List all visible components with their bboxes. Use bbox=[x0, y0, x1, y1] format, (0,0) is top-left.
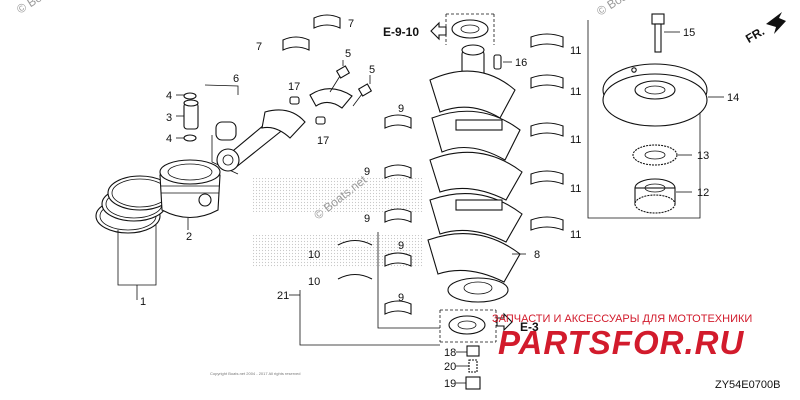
callout-11d: 11 bbox=[570, 183, 581, 195]
watermark-ru-brand: PARTSFOR.RU bbox=[498, 324, 744, 361]
callout-4b: 4 bbox=[166, 133, 172, 145]
callout-8: 8 bbox=[534, 249, 540, 261]
callout-9d: 9 bbox=[398, 240, 404, 252]
rod-cap-and-bolts bbox=[289, 65, 373, 125]
piston-rings bbox=[95, 175, 173, 234]
callout-17a: 17 bbox=[288, 81, 300, 93]
callout-6: 6 bbox=[233, 73, 239, 85]
callout-12: 12 bbox=[697, 187, 709, 199]
lower-oil-seal bbox=[448, 315, 486, 335]
upper-oil-seal bbox=[451, 19, 489, 39]
upper-bearings bbox=[282, 14, 341, 51]
callout-5b: 5 bbox=[369, 64, 375, 76]
callout-14: 14 bbox=[727, 92, 739, 104]
callout-9b: 9 bbox=[364, 166, 370, 178]
callout-2: 2 bbox=[186, 231, 192, 243]
watermark-boats-top-right: © Boats.net bbox=[594, 0, 655, 19]
relief-valve-parts bbox=[465, 345, 481, 390]
callout-15: 15 bbox=[683, 27, 695, 39]
callout-9a: 9 bbox=[398, 103, 404, 115]
callout-10b: 10 bbox=[308, 276, 320, 288]
callout-3: 3 bbox=[166, 112, 172, 124]
piston-pin-and-clips bbox=[183, 92, 199, 142]
thrust-washers bbox=[337, 239, 373, 280]
background-logo bbox=[253, 178, 423, 267]
callout-4a: 4 bbox=[166, 90, 172, 102]
callout-1: 1 bbox=[140, 296, 146, 308]
callouts: 1 2 3 4 4 5 5 6 7 7 8 9 9 9 9 9 10 10 11… bbox=[140, 18, 739, 390]
lower-main-bearings bbox=[384, 114, 412, 315]
callout-7a: 7 bbox=[348, 18, 354, 30]
callout-9e: 9 bbox=[398, 292, 404, 304]
callout-19: 19 bbox=[444, 378, 456, 390]
timing-gears bbox=[632, 144, 678, 214]
front-arrow-icon bbox=[766, 12, 786, 34]
callout-16: 16 bbox=[515, 57, 527, 69]
callout-17b: 17 bbox=[317, 135, 329, 147]
crankshaft bbox=[427, 44, 528, 303]
watermark-boats-top-left: © Boats.net bbox=[14, 0, 75, 17]
ref-arrow-e3 bbox=[496, 312, 513, 332]
callout-11e: 11 bbox=[570, 229, 581, 241]
pulley bbox=[602, 63, 708, 127]
callout-11b: 11 bbox=[570, 86, 581, 98]
callout-20: 20 bbox=[444, 361, 456, 373]
callout-5a: 5 bbox=[345, 48, 351, 60]
callout-11c: 11 bbox=[570, 134, 581, 146]
callout-7b: 7 bbox=[256, 41, 262, 53]
woodruff-key bbox=[493, 54, 502, 70]
upper-main-bearings bbox=[530, 33, 564, 231]
front-label: FR. bbox=[743, 24, 767, 46]
callout-10a: 10 bbox=[308, 249, 320, 261]
diagram-code: ZY54E0700B bbox=[715, 379, 780, 391]
callout-13: 13 bbox=[697, 150, 709, 162]
callout-9c: 9 bbox=[364, 213, 370, 225]
ref-label-e3: E-3 bbox=[520, 320, 539, 334]
callout-11a: 11 bbox=[570, 45, 581, 57]
ref-label-e910: E-9-10 bbox=[383, 25, 419, 39]
callout-18: 18 bbox=[444, 347, 456, 359]
copyright-line: Copyright Boats.net 2004 - 2017 All righ… bbox=[210, 371, 301, 376]
watermark-ru-line: ЗАПЧАСТИ И АКСЕССУАРЫ ДЛЯ МОТОТЕХНИКИ bbox=[492, 313, 752, 325]
pulley-bolt bbox=[651, 13, 665, 53]
connecting-rod bbox=[215, 109, 306, 172]
ref-arrow-e910 bbox=[430, 21, 447, 41]
piston bbox=[159, 159, 221, 219]
callout-21: 21 bbox=[277, 290, 289, 302]
